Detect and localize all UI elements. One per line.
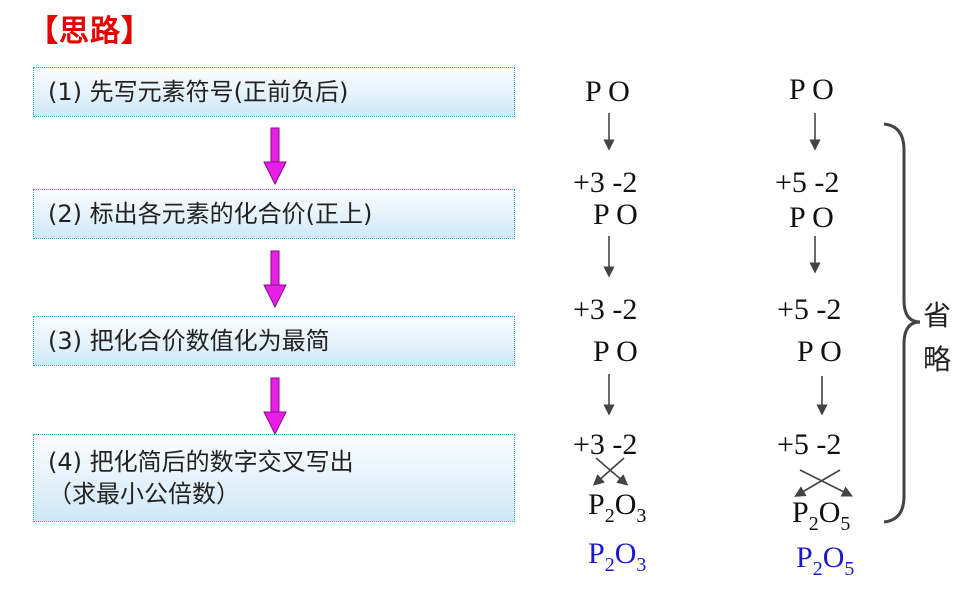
- col2-symbols-2: P O: [789, 201, 834, 234]
- col2-cross-arrow-a: [799, 469, 854, 497]
- step-4-text: (4) 把化简后的数字交叉写出: [48, 448, 354, 476]
- brace-label-2: 略: [923, 343, 952, 376]
- step-1-box: (1) 先写元素符号(正前负后): [33, 67, 515, 117]
- flow-arrow-3: [263, 377, 287, 436]
- col2-final-formula: P2O5: [796, 541, 855, 580]
- col1-final-formula: P2O3: [588, 537, 647, 576]
- step-3-text: (3) 把化合价数值化为最简: [48, 327, 330, 355]
- col2-valence-2: +5 -2: [777, 293, 842, 326]
- step-2-box: (2) 标出各元素的化合价(正上): [33, 189, 515, 239]
- col1-symbols-1: P O: [585, 75, 630, 108]
- col1-symbols-2: P O: [593, 198, 638, 231]
- step-4-box: (4) 把化简后的数字交叉写出 （求最小公倍数）: [33, 434, 515, 522]
- section-title: 【思路】: [28, 14, 152, 49]
- col2-symbols-1: P O: [789, 73, 834, 106]
- flow-arrow-2: [263, 250, 287, 309]
- col1-symbols-3: P O: [593, 335, 638, 368]
- step-3-box: (3) 把化合价数值化为最简: [33, 316, 515, 366]
- col1-valence-3: +3 -2: [573, 428, 638, 461]
- col1-valence-2: +3 -2: [573, 293, 638, 326]
- col2-valence-3: +5 -2: [777, 428, 842, 461]
- col2-symbols-3: P O: [797, 335, 842, 368]
- brace-label-1: 省: [923, 299, 952, 332]
- col2-formula: P2O5: [792, 496, 851, 535]
- col1-formula: P2O3: [588, 488, 647, 527]
- flow-arrow-1: [263, 127, 287, 186]
- col2-valence-1: +5 -2: [775, 166, 840, 199]
- col1-cross-arrow-b: [592, 457, 625, 486]
- curly-brace: [883, 122, 921, 524]
- col1-valence-1: +3 -2: [573, 166, 638, 199]
- step-1-text: (1) 先写元素符号(正前负后): [48, 78, 349, 106]
- step-4-subtext: （求最小公倍数）: [48, 480, 240, 508]
- col2-cross-arrow-b: [794, 469, 841, 497]
- step-2-text: (2) 标出各元素的化合价(正上): [48, 200, 373, 228]
